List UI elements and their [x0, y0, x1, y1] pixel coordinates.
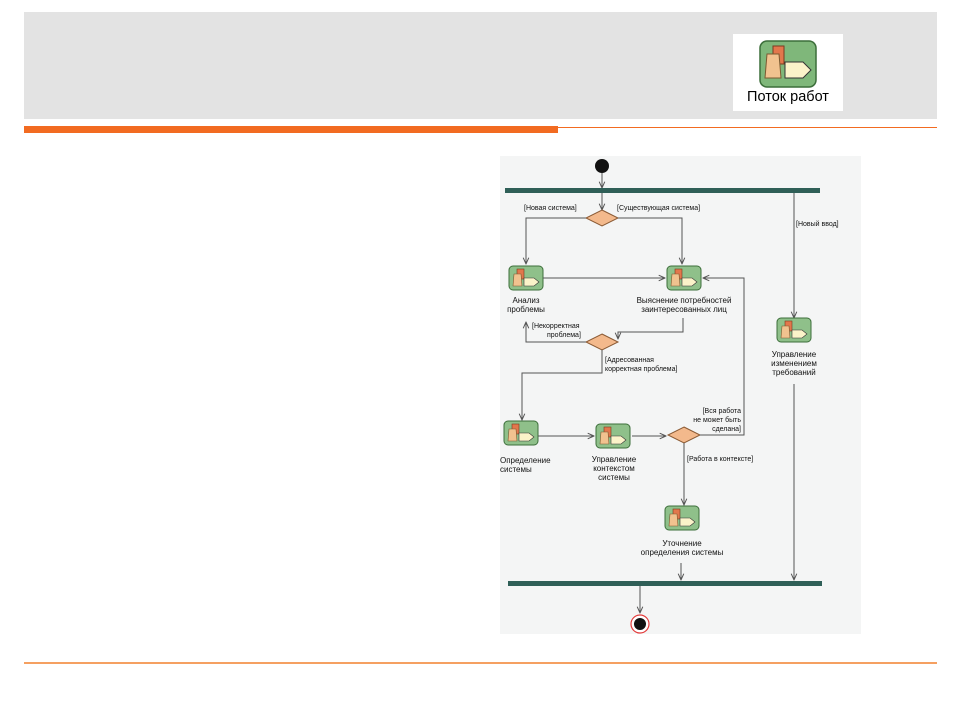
footer-divider	[24, 662, 937, 664]
activity-change-mgmt-label-3: требований	[772, 368, 815, 377]
activity-scope-label-2: контекстом	[593, 464, 635, 473]
workflow-icon	[759, 40, 817, 88]
guard-addressed-1: [Адресованная	[605, 357, 654, 364]
activity-needs-icon	[666, 265, 702, 291]
join-bar	[508, 581, 822, 586]
activity-definition-label-2: системы	[500, 465, 532, 474]
activity-needs-label-2: заинтересованных лиц	[641, 305, 727, 314]
activity-refine-label-2: определения системы	[641, 548, 724, 557]
guard-incorrect-1: [Некорректная	[532, 323, 580, 330]
guard-all-work-3: сделана]	[712, 426, 741, 433]
guard-all-work-1: [Вся работа	[703, 407, 742, 415]
guard-incorrect-2: проблема]	[547, 331, 581, 339]
fork-bar	[505, 188, 820, 193]
guard-existing-system: [Существующая система]	[617, 205, 700, 212]
activity-change-mgmt-label-1: Управление	[772, 350, 817, 359]
activity-needs-label-1: Выяснение потребностей	[637, 296, 732, 305]
decision-problem	[584, 333, 620, 351]
activity-analysis-label-1: Анализ	[512, 296, 539, 305]
guard-in-context: [Работа в контексте]	[687, 455, 753, 463]
activity-change-mgmt-icon	[776, 317, 812, 343]
workflow-badge: Поток работ	[733, 34, 843, 111]
activity-scope-icon	[595, 423, 631, 449]
workflow-label: Поток работ	[747, 89, 829, 105]
guard-addressed-2: корректная проблема]	[605, 365, 678, 373]
decision-work-status	[666, 426, 702, 444]
activity-change-mgmt-label-2: изменением	[771, 359, 817, 368]
activity-analysis-icon	[508, 265, 544, 291]
activity-definition-icon	[503, 420, 539, 446]
activity-scope-label-1: Управление	[592, 455, 637, 464]
activity-definition-label-1: Определение	[500, 456, 551, 465]
guard-new-system: [Новая система]	[524, 205, 577, 212]
start-node	[595, 159, 609, 173]
activity-analysis-label-2: проблемы	[507, 305, 545, 314]
decision-system-type	[584, 209, 620, 227]
activity-refine-label-1: Уточнение	[662, 539, 702, 548]
activity-refine-icon	[664, 505, 700, 531]
orange-divider-thin	[558, 127, 937, 128]
orange-divider-thick	[24, 126, 558, 133]
guard-all-work-2: не может быть	[693, 416, 741, 424]
guard-new-input: [Новый ввод]	[796, 220, 839, 228]
activity-scope-label-3: системы	[598, 473, 630, 482]
activity-diagram: [Новый ввод] [Новая система] [Существующ…	[500, 156, 861, 634]
